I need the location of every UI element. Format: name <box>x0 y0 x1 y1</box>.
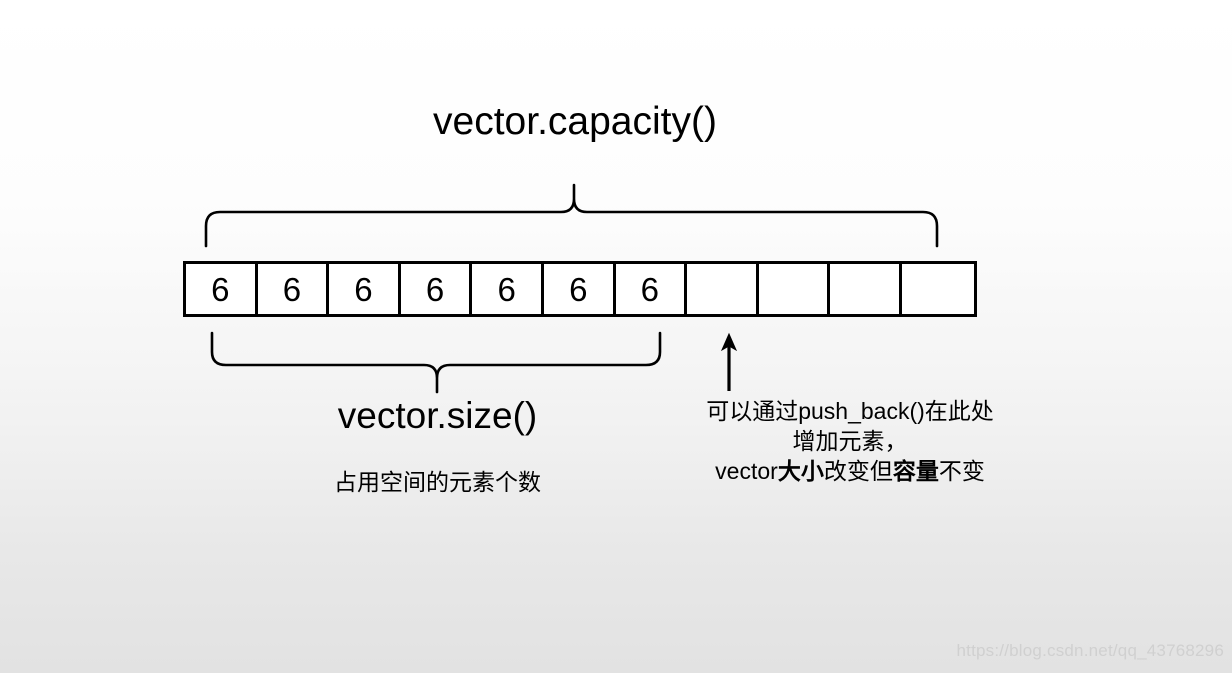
push-back-note-line-3: vector大小改变但容量不变 <box>640 456 1060 486</box>
capacity-brace <box>204 183 939 248</box>
watermark: https://blog.csdn.net/qq_43768296 <box>956 641 1224 660</box>
push-back-note-line-2: 增加元素， <box>792 428 908 454</box>
push-back-note: 可以通过push_back()在此处 增加元素， vector大小改变但容量不变 <box>640 396 1060 486</box>
array-cell-empty[interactable] <box>687 264 759 314</box>
note-mid: 改变但 <box>823 458 893 484</box>
array-cell[interactable]: 6 <box>186 264 258 314</box>
array-cell[interactable]: 6 <box>616 264 688 314</box>
array-cell-empty[interactable] <box>759 264 831 314</box>
note-suffix: 不变 <box>938 458 985 484</box>
size-brace <box>210 331 662 394</box>
push-back-note-line-1: 可以通过push_back()在此处 <box>706 398 994 424</box>
size-subtitle: 占用空间的元素个数 <box>334 469 541 495</box>
note-bold-capacity: 容量 <box>892 458 939 484</box>
array-cell-empty[interactable] <box>830 264 902 314</box>
array-cell[interactable]: 6 <box>258 264 330 314</box>
note-bold-size: 大小 <box>777 458 824 484</box>
size-title: vector.size() <box>337 395 538 436</box>
vector-array: 6 6 6 6 6 6 6 <box>183 261 977 317</box>
note-prefix: vector <box>715 458 778 484</box>
array-cell[interactable]: 6 <box>401 264 473 314</box>
push-back-arrow <box>720 332 738 391</box>
array-cell[interactable]: 6 <box>472 264 544 314</box>
array-cell[interactable]: 6 <box>544 264 616 314</box>
capacity-title: vector.capacity() <box>433 100 717 143</box>
array-cell[interactable]: 6 <box>329 264 401 314</box>
array-cell-empty[interactable] <box>902 264 974 314</box>
